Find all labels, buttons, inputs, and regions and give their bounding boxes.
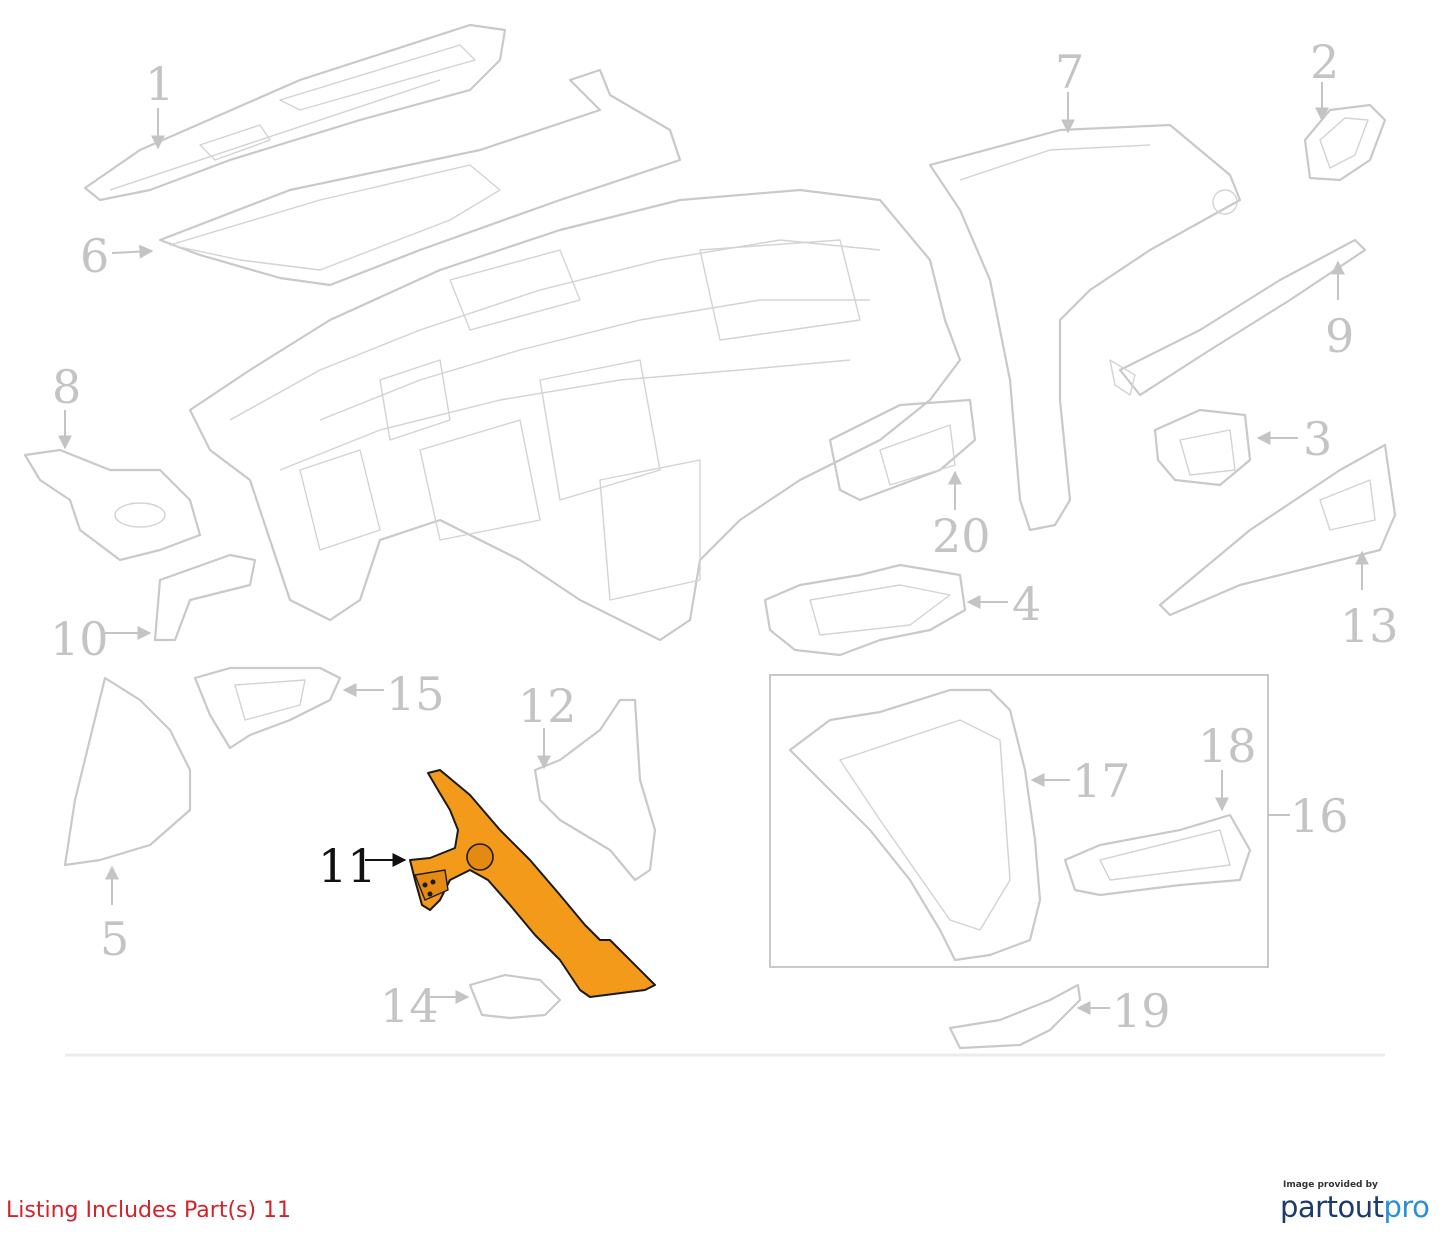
callout-9: 9 — [1325, 309, 1354, 363]
part-11-round-vent — [466, 843, 494, 871]
part-10-bracket — [153, 553, 257, 642]
part-11-highlighted — [409, 769, 656, 998]
callout-1: 1 — [145, 57, 174, 111]
group-16-box — [769, 674, 1269, 968]
callout-18: 18 — [1198, 719, 1257, 773]
part-19-strip — [948, 983, 1082, 1050]
part-4-center-duct — [763, 563, 967, 657]
image-credit-caption: Image provided by — [1283, 1180, 1378, 1190]
part-3-side-vent — [1153, 408, 1252, 487]
part-14-small-trim — [468, 973, 562, 1020]
callout-3: 3 — [1303, 412, 1332, 466]
part-18-vent — [1063, 813, 1252, 897]
callout-13: 13 — [1340, 599, 1399, 653]
callout-6: 6 — [80, 229, 109, 283]
callout-10: 10 — [50, 612, 109, 666]
part-7-glovebox — [928, 123, 1242, 532]
part-8-bracket — [23, 448, 202, 562]
part-17-center-bezel — [788, 688, 1042, 962]
part-15-vent-trim — [193, 666, 342, 750]
partoutpro-logo: partoutpro — [1280, 1190, 1430, 1224]
part-6-dash-pad — [158, 68, 682, 287]
part-5-side-cover — [63, 676, 192, 867]
part-12-knee-trim — [533, 698, 657, 882]
callout-20: 20 — [932, 509, 991, 563]
callout-16: 16 — [1290, 789, 1349, 843]
logo-part2: pro — [1383, 1190, 1430, 1224]
callout-19: 19 — [1112, 984, 1171, 1038]
callout-4: 4 — [1012, 577, 1041, 631]
callout-15: 15 — [386, 667, 445, 721]
leader-arrows — [58, 82, 1369, 1015]
part-13-side-panel — [1158, 443, 1397, 617]
callout-14: 14 — [380, 979, 439, 1033]
listing-includes-note: Listing Includes Part(s) 11 — [6, 1198, 292, 1223]
part-dash-frame — [188, 188, 962, 642]
callout-11: 11 — [318, 839, 377, 893]
callout-7: 7 — [1055, 45, 1084, 99]
logo-part1: partout — [1280, 1190, 1384, 1224]
callout-8: 8 — [52, 360, 81, 414]
callout-12: 12 — [518, 679, 577, 733]
part-20-airbag — [828, 398, 977, 502]
part-2-round-vent — [1303, 103, 1387, 182]
part-9-trim-strip — [1109, 238, 1367, 397]
callout-2: 2 — [1310, 35, 1339, 89]
callout-5: 5 — [100, 912, 129, 966]
callout-17: 17 — [1072, 754, 1131, 808]
part-11-body — [409, 769, 656, 998]
part-1-upper-trim — [83, 23, 507, 202]
